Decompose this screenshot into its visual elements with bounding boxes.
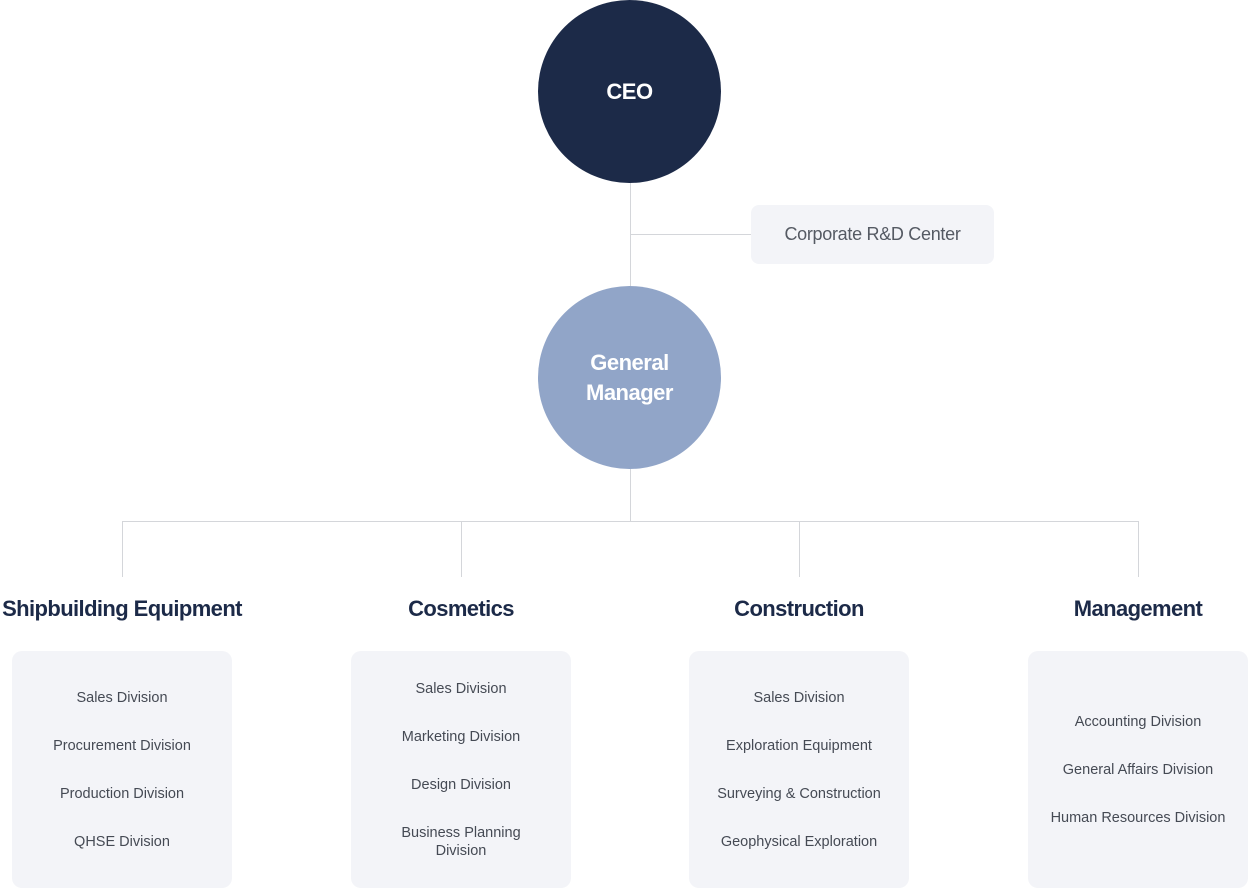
general-manager-node: General Manager: [538, 286, 721, 469]
list-item: QHSE Division: [74, 833, 170, 850]
connector-branch-management: [1138, 521, 1139, 577]
list-item: Geophysical Exploration: [720, 833, 878, 850]
list-item: Accounting Division: [1074, 713, 1202, 730]
division-title-management: Management: [1073, 596, 1203, 621]
list-item: Human Resources Division: [1050, 809, 1226, 826]
connector-branch-cosmetics: [461, 521, 462, 577]
list-item: Surveying & Construction: [717, 785, 881, 802]
list-item: Production Division: [59, 785, 185, 802]
list-item: Business Planning Division: [401, 824, 521, 859]
list-item: Design Division: [411, 776, 511, 793]
general-manager-label-line2: Manager: [586, 379, 673, 405]
division-box-construction: Sales Division Exploration Equipment Sur…: [689, 651, 909, 888]
rd-center-node: Corporate R&D Center: [751, 205, 994, 264]
list-item: Marketing Division: [401, 728, 521, 745]
list-item: Sales Division: [753, 689, 845, 706]
division-title-shipbuilding: Shipbuilding Equipment: [2, 596, 242, 621]
connector-horizontal-bus: [122, 521, 1139, 522]
connector-branch-construction: [799, 521, 800, 577]
connector-gm-down: [630, 469, 631, 521]
connector-to-rd-center: [630, 234, 751, 235]
connector-branch-shipbuilding: [122, 521, 123, 577]
division-box-shipbuilding: Sales Division Procurement Division Prod…: [12, 651, 232, 888]
list-item: Procurement Division: [53, 737, 191, 754]
list-item: Sales Division: [415, 680, 507, 697]
division-box-cosmetics: Sales Division Marketing Division Design…: [351, 651, 571, 888]
general-manager-label-line1: General: [590, 349, 669, 375]
division-title-construction: Construction: [734, 596, 864, 621]
list-item: Exploration Equipment: [726, 737, 872, 754]
ceo-label: CEO: [606, 78, 653, 104]
division-title-cosmetics: Cosmetics: [408, 596, 514, 621]
list-item: General Affairs Division: [1062, 761, 1214, 778]
rd-center-label: Corporate R&D Center: [784, 224, 961, 244]
list-item: Sales Division: [76, 689, 168, 706]
ceo-node: CEO: [538, 0, 721, 183]
division-box-management: Accounting Division General Affairs Divi…: [1028, 651, 1248, 888]
